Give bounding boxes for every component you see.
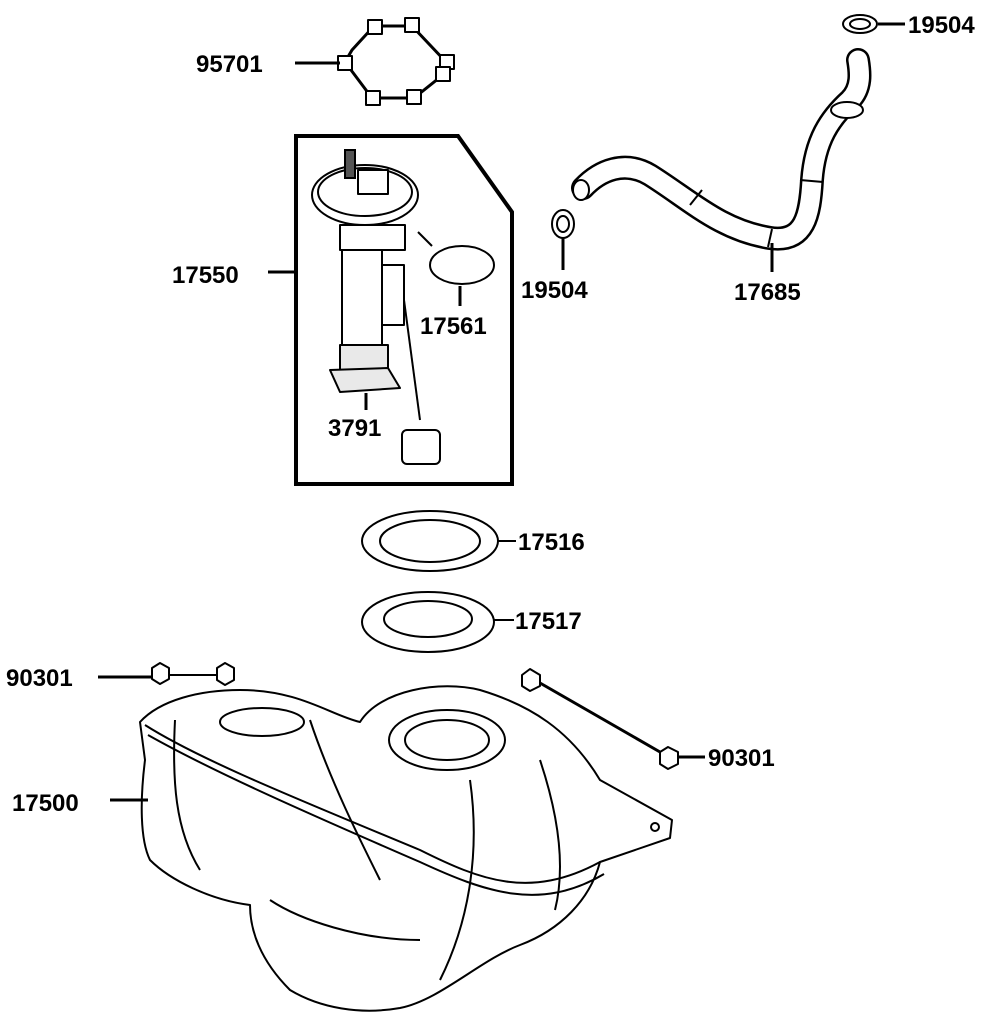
nut-90301-left [151, 662, 235, 686]
label-3791: 3791 [328, 415, 381, 442]
o-ring-17561 [417, 231, 495, 285]
label-90301-left: 90301 [6, 665, 73, 692]
nut-90301-right [521, 668, 679, 770]
label-17550: 17550 [172, 262, 239, 289]
label-17500: 17500 [12, 790, 79, 817]
leader-90301-link-right [539, 681, 661, 754]
gasket-17516 [361, 510, 499, 572]
hose-17685 [571, 48, 872, 251]
label-90301-right: 90301 [708, 745, 775, 772]
bolt-set-95701 [337, 17, 455, 106]
fuel-pump-17550 [311, 149, 441, 465]
pump-assembly-box [294, 134, 514, 486]
retainer-ring-17517 [361, 591, 495, 653]
label-95701: 95701 [196, 51, 263, 78]
fuel-tank-17500 [139, 685, 673, 1012]
label-17517: 17517 [515, 608, 582, 635]
label-19504-mid: 19504 [521, 277, 588, 304]
label-17561: 17561 [420, 313, 487, 340]
clamp-19504-top [842, 14, 878, 34]
label-17685: 17685 [734, 279, 801, 306]
strainer-3791 [329, 367, 401, 393]
clamp-19504-mid [551, 209, 575, 239]
label-19504-top: 19504 [908, 12, 975, 39]
label-17516: 17516 [518, 529, 585, 556]
